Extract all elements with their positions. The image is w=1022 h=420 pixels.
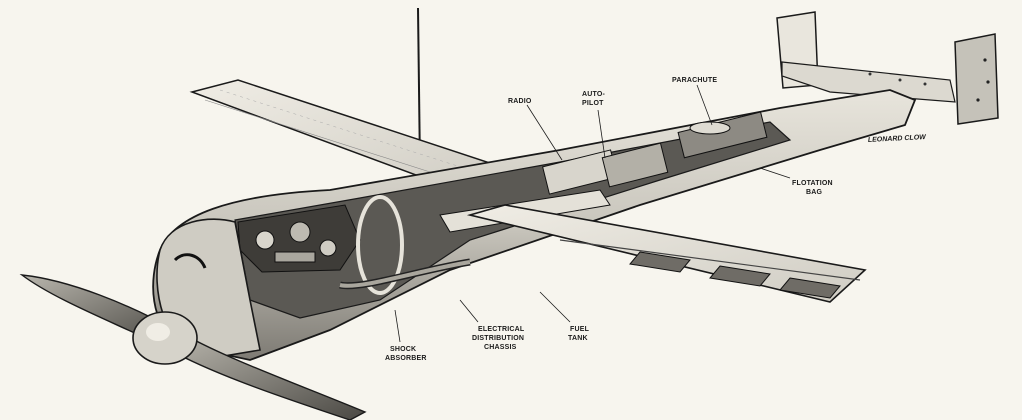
label-fuel-line2: TANK [568,335,588,342]
label-flotation-line1: FLOTATION [792,180,833,187]
label-shock-line1: SHOCK [390,346,416,353]
auto-pilot-unit [601,142,669,188]
label-electrical-line2: DISTRIBUTION [472,335,524,342]
label-parachute: PARACHUTE [672,77,717,84]
label-flotation-line2: BAG [806,189,823,196]
label-fuel-line1: FUEL [570,326,590,333]
label-auto-pilot-line2: PILOT [582,100,604,107]
bulkhead [356,195,404,295]
artist-signature: LEONARD CLOW [868,134,928,144]
label-radio: RADIO [508,98,532,105]
label-electrical-line1: ELECTRICAL [478,326,525,333]
label-shock-line2: ABSORBER [385,355,427,362]
near-tail-fin [954,33,999,125]
propeller-blade-lower [168,334,367,420]
label-auto-pilot-line1: AUTO- [582,91,606,98]
label-electrical-line3: CHASSIS [484,344,517,351]
